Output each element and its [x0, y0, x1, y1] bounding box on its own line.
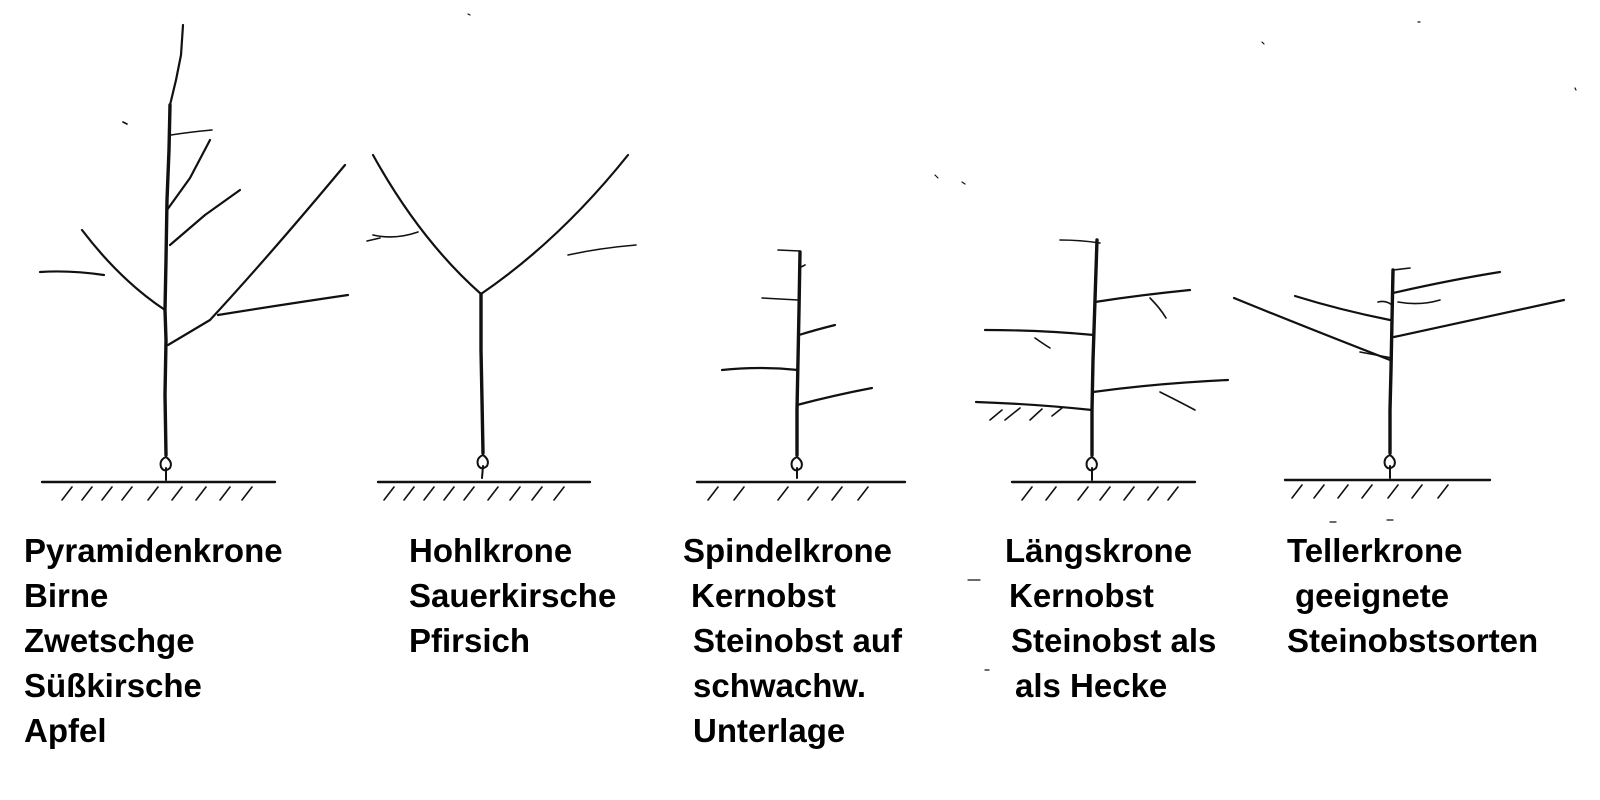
pyramid-crown-tree-sketch [38, 23, 350, 501]
caption-line: geeignete [1295, 577, 1450, 614]
caption-title: Pyramidenkrone [24, 532, 283, 569]
caption-title: Spindelkrone [683, 532, 893, 569]
spindle-crown-tree-sketch [695, 249, 907, 501]
caption-plate-crown: Tellerkrone geeignete Steinobstsorten [1287, 528, 1538, 663]
caption-title: Längskrone [1005, 532, 1193, 569]
caption-line: Sauerkirsche [409, 577, 617, 614]
caption-line: schwachw. [693, 667, 867, 704]
caption-line: Süßkirsche [24, 667, 202, 704]
caption-line: Steinobstsorten [1287, 622, 1539, 659]
caption-line: Zwetschge [24, 622, 195, 659]
caption-espalier-crown: Längskrone Kernobst Steinobst als als He… [1005, 528, 1216, 708]
caption-line: Apfel [24, 712, 107, 749]
espalier-crown-tree-sketch [974, 238, 1230, 501]
caption-line: Unterlage [693, 712, 846, 749]
scan-specks [467, 13, 1577, 671]
plate-crown-tree-sketch [1232, 267, 1566, 499]
caption-title: Hohlkrone [409, 532, 573, 569]
caption-line: Steinobst als [1011, 622, 1217, 659]
caption-line: Pfirsich [409, 622, 531, 659]
caption-line: Kernobst [691, 577, 836, 614]
caption-line: Kernobst [1009, 577, 1154, 614]
caption-line: als Hecke [1015, 667, 1168, 704]
hollow-crown-tree-sketch [366, 153, 637, 501]
caption-pyramid-crown: Pyramidenkrone Birne Zwetschge Süßkirsch… [24, 528, 283, 753]
caption-line: Birne [24, 577, 109, 614]
caption-spindle-crown: Spindelkrone Kernobst Steinobst auf schw… [683, 528, 902, 753]
caption-line: Steinobst auf [693, 622, 903, 659]
caption-hollow-crown: Hohlkrone Sauerkirsche Pfirsich [409, 528, 616, 663]
caption-title: Tellerkrone [1287, 532, 1463, 569]
